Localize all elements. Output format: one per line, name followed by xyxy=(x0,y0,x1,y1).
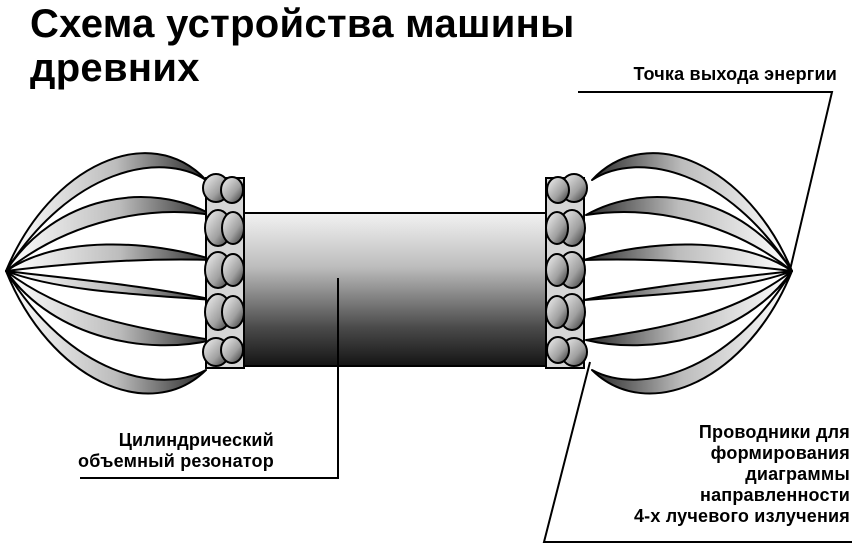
label-conductors-line-3: диаграммы xyxy=(745,464,850,484)
left-ring xyxy=(202,173,245,369)
label-conductors: Проводники для формирования диаграммы на… xyxy=(634,422,850,527)
right-blades xyxy=(583,152,793,395)
label-conductors-line-4: направленности xyxy=(700,485,850,505)
leader-energy-exit xyxy=(578,91,834,271)
cylinder-resonator xyxy=(231,212,565,367)
title-line-1: Схема устройства машины xyxy=(30,2,575,46)
label-conductors-line-2: формирования xyxy=(710,443,850,463)
left-blades xyxy=(5,152,215,395)
leader-resonator xyxy=(80,278,339,479)
label-resonator-line-2: объемный резонатор xyxy=(78,451,274,471)
leader-conductors xyxy=(542,361,852,543)
diagram-title: Схема устройства машины древних xyxy=(30,2,750,90)
label-conductors-line-1: Проводники для xyxy=(698,422,850,442)
left-emitter xyxy=(5,152,245,395)
label-conductors-line-5: 4-х лучевого излучения xyxy=(633,506,850,526)
right-ring xyxy=(545,173,588,369)
title-line-2: древних xyxy=(30,46,200,90)
right-emitter xyxy=(545,152,793,395)
label-resonator: Цилиндрический объемный резонатор xyxy=(78,430,274,472)
label-energy-exit: Точка выхода энергии xyxy=(633,64,837,84)
label-resonator-line-1: Цилиндрический xyxy=(118,430,274,450)
